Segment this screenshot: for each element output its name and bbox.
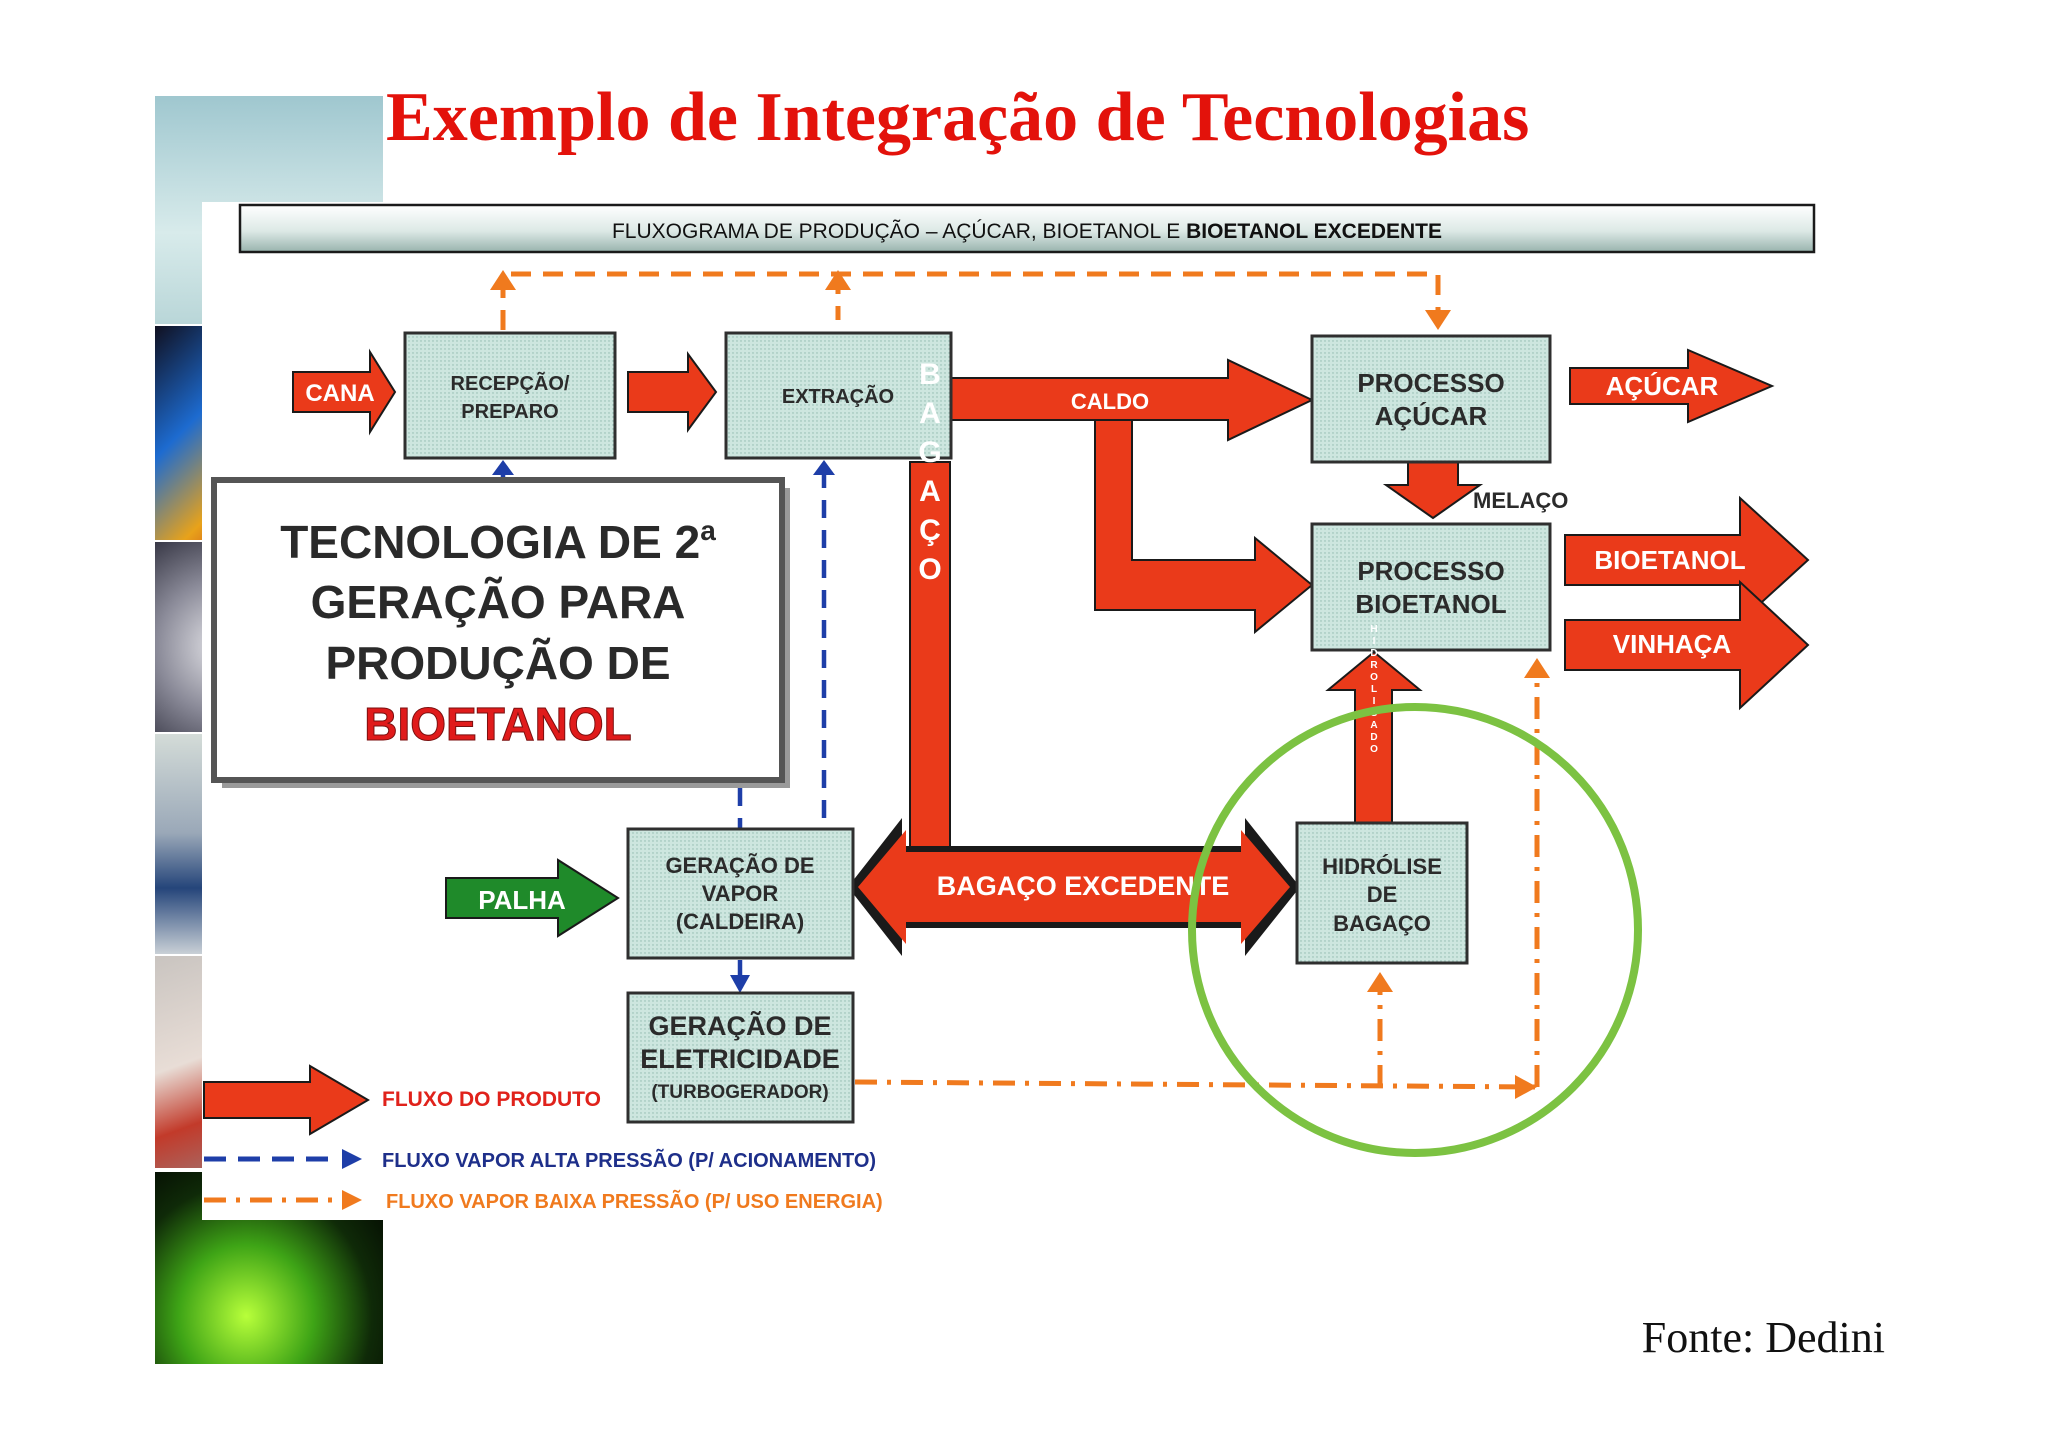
processo-bioetanol-label-2: BIOETANOL [1355, 589, 1506, 619]
svg-text:TECNOLOGIA DE 2a: TECNOLOGIA DE 2a [280, 515, 716, 568]
box-extracao [724, 331, 953, 460]
callout-superscript: a [700, 515, 716, 546]
banner-text: FLUXOGRAMA DE PRODUÇÃO – AÇÚCAR, BIOETAN… [612, 219, 1186, 243]
arrow-vinhaca [1564, 579, 1810, 711]
callout-line-1: TECNOLOGIA DE 2 [280, 516, 700, 568]
processo-bioetanol-label-1: PROCESSO [1357, 556, 1504, 586]
vinhaca-label: VINHAÇA [1613, 629, 1732, 659]
high-pressure-heads [492, 460, 835, 993]
legend-alta-label: FLUXO VAPOR ALTA PRESSÃO (P/ ACIONAMENTO… [382, 1149, 876, 1172]
low-pressure-heads [490, 270, 1550, 1099]
geracao-eletricidade-label-2: ELETRICIDADE [640, 1044, 840, 1074]
geracao-eletricidade-label-3: (TURBOGERADOR) [651, 1082, 828, 1103]
bagaco-excedente-label: BAGAÇO EXCEDENTE [937, 871, 1230, 901]
box-geracao-vapor [626, 827, 855, 960]
arrow-palha [445, 858, 620, 938]
box-recepcao [403, 331, 617, 460]
banner-bold-text: BIOETANOL EXCEDENTE [1186, 220, 1442, 243]
hidrolise-label-3: BAGAÇO [1333, 911, 1431, 936]
callout-line-4: BIOETANOL [364, 698, 631, 750]
arrow-melaco [1382, 461, 1484, 520]
legend: FLUXO DO PRODUTO FLUXO VAPOR ALTA PRESSÃ… [203, 1064, 883, 1213]
bioetanol-arrow-label: BIOETANOL [1594, 545, 1745, 575]
caldo-label: CALDO [1071, 389, 1149, 414]
geracao-vapor-label-1: GERAÇÃO DE [665, 853, 814, 878]
cana-label: CANA [305, 380, 374, 407]
acucar-label: AÇÚCAR [1606, 371, 1719, 401]
palha-label: PALHA [478, 885, 566, 915]
processo-acucar-label-2: AÇÚCAR [1375, 401, 1488, 431]
geracao-eletricidade-label-1: GERAÇÃO DE [648, 1010, 831, 1041]
melaco-label: MELAÇO [1473, 488, 1568, 513]
recepcao-label-1: RECEPÇÃO/ [451, 372, 570, 395]
arrow-acucar [1569, 348, 1775, 424]
arrow-caldo [949, 358, 1315, 442]
slide-title: Exemplo de Integração de Tecnologias [386, 79, 1530, 156]
callout-box: TECNOLOGIA DE 2a GERAÇÃO PARA PRODUÇÃO D… [211, 477, 790, 788]
source-credit: Fonte: Dedini [1641, 1313, 1885, 1362]
callout-line-2: GERAÇÃO PARA [311, 576, 686, 628]
legend-product-arrow [203, 1064, 370, 1136]
product-arrows [292, 348, 1810, 871]
box-processo-bioetanol [1310, 522, 1552, 652]
hidrolise-label-2: DE [1367, 882, 1398, 907]
legend-produto-label: FLUXO DO PRODUTO [382, 1088, 601, 1111]
geracao-vapor-label-3: (CALDEIRA) [676, 909, 804, 934]
arrow-bagaco-excedente [858, 830, 1290, 944]
legend-low-pressure-head [342, 1190, 362, 1210]
legend-baixa-label: FLUXO VAPOR BAIXA PRESSÃO (P/ USO ENERGI… [386, 1190, 883, 1213]
callout-line-3: PRODUÇÃO DE [325, 637, 670, 689]
process-boxes [403, 331, 1552, 1124]
extracao-label: EXTRAÇÃO [782, 385, 894, 408]
hidrolisado-label: HIDROLISADO [1369, 624, 1380, 756]
arrow-cana [292, 348, 397, 436]
processo-acucar-label-1: PROCESSO [1357, 368, 1504, 398]
legend-high-pressure-head [342, 1149, 362, 1169]
hidrolise-label-1: HIDRÓLISE [1322, 854, 1442, 879]
highlight-circle [1188, 703, 1642, 1157]
box-geracao-eletricidade [626, 991, 855, 1124]
geracao-vapor-label-2: VAPOR [702, 881, 779, 906]
bagaco-label: BAGAÇO [914, 358, 947, 592]
arrow-hidrolisado [1325, 650, 1423, 826]
box-hidrolise [1295, 821, 1469, 965]
svg-text:FLUXOGRAMA DE PRODUÇÃO – AÇÚCA: FLUXOGRAMA DE PRODUÇÃO – AÇÚCAR, BIOETAN… [612, 219, 1442, 243]
arrow-recepcao-extracao [627, 350, 718, 434]
diagram-banner: FLUXOGRAMA DE PRODUÇÃO – AÇÚCAR, BIOETAN… [238, 203, 1816, 254]
box-processo-acucar [1310, 334, 1552, 464]
arrow-caldo-bioetanol [1094, 419, 1314, 635]
recepcao-label-2: PREPARO [461, 401, 558, 423]
